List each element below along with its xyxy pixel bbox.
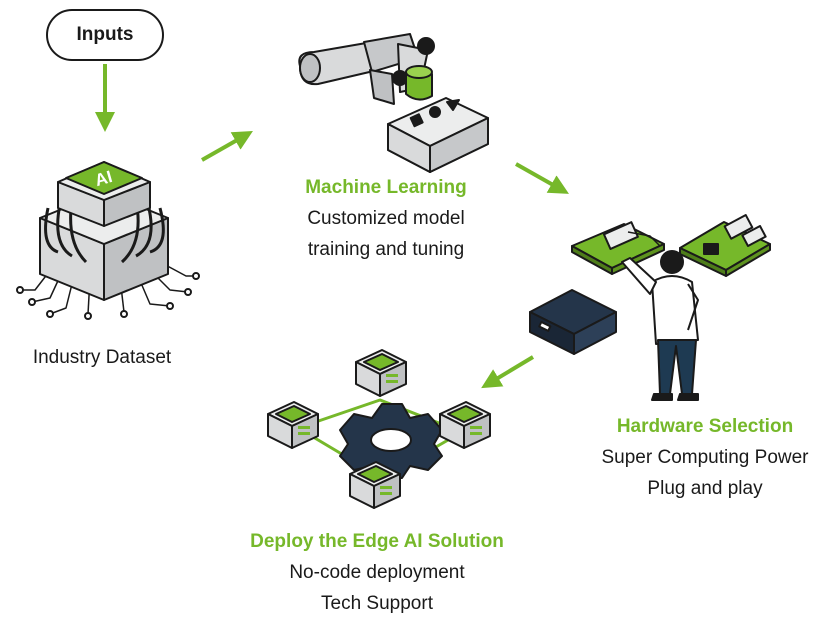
deploy-line-1: No-code deployment [289,562,465,583]
edge-network-gear-icon [267,349,491,509]
edge-node-bottom [349,461,401,509]
hardware-title: Hardware Selection [616,416,794,437]
arrow-dataset-to-ml [201,131,253,162]
gear-icon [339,403,443,479]
ai-chip-icon: AI [16,161,200,320]
machine-learning-block: Machine Learning Customized model traini… [266,172,506,265]
hardware-block: Hardware Selection Super Computing Power… [576,411,834,504]
hardware-engineer-icon [529,214,771,401]
svg-text:AI: AI [93,167,115,190]
edge-node-right [439,401,491,449]
machine-learning-title: Machine Learning [305,177,467,198]
inputs-label: Inputs [76,24,134,45]
arrow-ml-to-hardware [515,162,569,194]
edge-node-left [267,401,319,449]
arrow-hardware-to-deploy [481,355,535,389]
hardware-line-1: Super Computing Power [601,447,809,468]
robot-arm-icon [298,33,489,173]
dataset-label: Industry Dataset [32,347,172,368]
deploy-block: Deploy the Edge AI Solution No-code depl… [222,526,532,619]
deploy-line-2: Tech Support [321,593,433,614]
hardware-line-2: Plug and play [647,478,763,499]
inputs-node: Inputs [46,9,164,61]
edge-node-top [355,349,407,397]
machine-learning-line-2: training and tuning [307,239,465,260]
machine-learning-line-1: Customized model [307,208,465,229]
deploy-title: Deploy the Edge AI Solution [250,531,504,552]
